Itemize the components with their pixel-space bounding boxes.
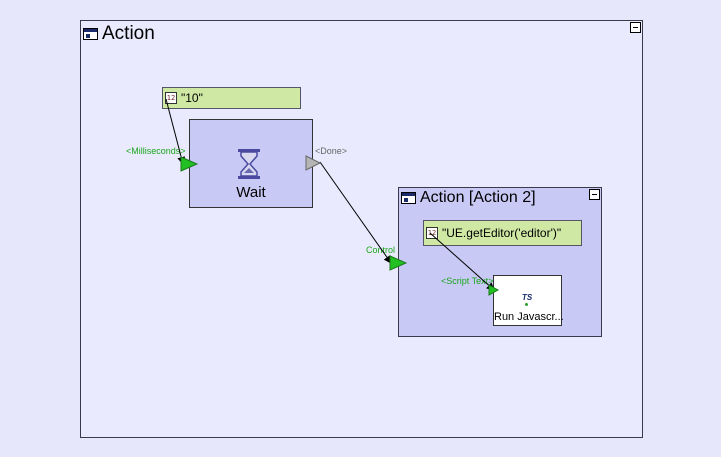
wait-node-label: Wait xyxy=(236,184,266,201)
milliseconds-value-text: "10" xyxy=(181,91,203,105)
outer-action-title: Action xyxy=(83,23,155,45)
run-javascript-node[interactable]: TS Run Javascr... xyxy=(493,275,564,326)
inner-action-title-text: Action [Action 2] xyxy=(420,189,536,206)
window-icon xyxy=(401,192,416,204)
script-text-port-label: <Script Text> xyxy=(441,276,494,286)
script-value-box[interactable]: 12 "UE.getEditor('editor')" xyxy=(423,220,582,246)
outer-action-title-text: Action xyxy=(102,23,155,44)
window-icon xyxy=(83,28,98,40)
milliseconds-port-label: <Milliseconds> xyxy=(126,146,186,156)
wait-node[interactable]: Wait xyxy=(189,119,313,208)
javascript-icon-dot xyxy=(525,303,528,306)
collapse-icon[interactable] xyxy=(630,22,641,33)
inner-action-title: Action [Action 2] xyxy=(401,189,536,207)
done-port-label: <Done> xyxy=(315,146,348,156)
value-icon: 12 xyxy=(165,92,177,104)
collapse-icon[interactable] xyxy=(589,189,600,200)
milliseconds-value-box[interactable]: 12 "10" xyxy=(162,87,301,109)
javascript-icon: TS xyxy=(522,293,533,302)
value-icon: 12 xyxy=(426,227,438,239)
hourglass-icon xyxy=(238,149,260,179)
run-javascript-label: Run Javascr... xyxy=(494,311,564,323)
script-value-text: "UE.getEditor('editor')" xyxy=(442,226,562,240)
control-port-label: Control xyxy=(366,245,396,255)
